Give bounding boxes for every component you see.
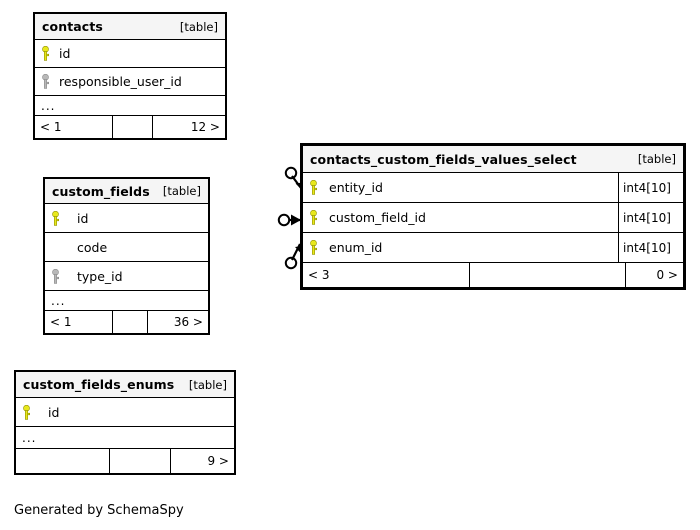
footer-children-count: 0 >: [656, 268, 678, 282]
table-row[interactable]: enum_id int4[10]: [303, 233, 683, 263]
table-ellipsis-row: ...: [45, 291, 208, 311]
table-ellipsis-row: ...: [16, 427, 234, 449]
table-row[interactable]: code: [45, 233, 208, 262]
table-footer-custom-fields: < 1 36 >: [45, 311, 208, 333]
table-footer-custom-fields-enums: 9 >: [16, 449, 234, 473]
table-node-custom-fields[interactable]: custom_fields [table] id code type_id ..…: [43, 177, 210, 335]
footer-middle: [113, 311, 148, 333]
column-name: type_id: [77, 268, 123, 284]
column-type: int4[10]: [618, 203, 683, 232]
column-name: id: [77, 210, 89, 226]
footer-middle: [470, 263, 626, 287]
table-tag: [table]: [637, 152, 676, 166]
column-name-cell: custom_field_id: [303, 210, 618, 225]
column-name-cell: responsible_user_id: [35, 74, 225, 89]
column-name: custom_field_id: [329, 210, 426, 225]
table-footer-contacts: < 1 12 >: [35, 116, 225, 138]
key-icon-primary: [309, 210, 318, 225]
relationship-connector-enum-id: [284, 243, 302, 270]
footer-middle: [113, 116, 153, 138]
column-name: id: [48, 404, 60, 420]
column-name-cell: id: [16, 404, 234, 420]
footer-parents-count: < 3: [303, 263, 471, 287]
footer-children-count: 36 >: [173, 315, 203, 329]
generated-by-caption: Generated by SchemaSpy: [14, 503, 184, 518]
table-header-contacts-custom-fields-values-select: contacts_custom_fields_values_select [ta…: [303, 146, 683, 173]
footer-children-count: 9 >: [207, 454, 229, 468]
column-name-cell: enum_id: [303, 240, 618, 255]
table-row[interactable]: entity_id int4[10]: [303, 173, 683, 203]
footer-children-count: 12 >: [190, 120, 220, 134]
table-ellipsis-row: ...: [35, 96, 225, 116]
key-icon-foreign: [41, 74, 50, 89]
table-tag: [table]: [162, 184, 201, 198]
table-tag: [table]: [179, 19, 218, 34]
column-type: int4[10]: [618, 233, 683, 262]
table-title: custom_fields_enums: [23, 377, 175, 392]
column-name-cell: code: [45, 240, 208, 255]
table-node-contacts[interactable]: contacts [table] id responsible_user_id …: [33, 12, 227, 140]
key-icon-primary: [309, 240, 318, 255]
footer-parents-count: < 1: [45, 311, 114, 333]
table-row[interactable]: type_id: [45, 262, 208, 291]
table-row[interactable]: custom_field_id int4[10]: [303, 203, 683, 233]
table-footer-contacts-custom-fields-values-select: < 3 0 >: [303, 263, 683, 287]
column-name: enum_id: [329, 240, 383, 255]
column-name: entity_id: [329, 180, 383, 195]
table-title: custom_fields: [52, 183, 150, 199]
table-title: contacts: [42, 19, 103, 34]
column-name: code: [77, 239, 108, 255]
table-header-custom-fields-enums: custom_fields_enums [table]: [16, 372, 234, 398]
table-header-custom-fields: custom_fields [table]: [45, 179, 208, 204]
footer-parents-count: [16, 449, 110, 473]
key-icon-primary: [51, 210, 60, 226]
table-row[interactable]: responsible_user_id: [35, 68, 225, 96]
column-name: id: [59, 46, 71, 61]
relationship-connector-custom-field-id: [277, 213, 301, 227]
ellipsis-label: ...: [41, 98, 56, 113]
footer-middle: [110, 449, 171, 473]
column-name-cell: type_id: [45, 268, 208, 284]
table-tag: [table]: [188, 377, 227, 392]
column-name-cell: entity_id: [303, 180, 618, 195]
key-icon-foreign: [51, 268, 60, 284]
table-row[interactable]: id: [16, 398, 234, 427]
table-row[interactable]: id: [45, 204, 208, 233]
table-title: contacts_custom_fields_values_select: [310, 151, 577, 167]
ellipsis-label: ...: [22, 430, 37, 445]
table-header-contacts: contacts [table]: [35, 14, 225, 40]
key-icon-primary: [22, 404, 31, 420]
table-node-custom-fields-enums[interactable]: custom_fields_enums [table] id ... 9 >: [14, 370, 236, 475]
relationship-connector-entity-id: [284, 166, 303, 190]
key-icon-primary: [41, 46, 50, 61]
table-row[interactable]: id: [35, 40, 225, 68]
footer-parents-count: < 1: [35, 116, 113, 138]
column-type: int4[10]: [618, 173, 683, 202]
ellipsis-label: ...: [51, 293, 66, 308]
column-name-cell: id: [35, 46, 225, 61]
table-node-contacts-custom-fields-values-select[interactable]: contacts_custom_fields_values_select [ta…: [300, 143, 686, 290]
key-icon-primary: [309, 180, 318, 195]
column-name: responsible_user_id: [59, 74, 182, 89]
column-name-cell: id: [45, 210, 208, 226]
